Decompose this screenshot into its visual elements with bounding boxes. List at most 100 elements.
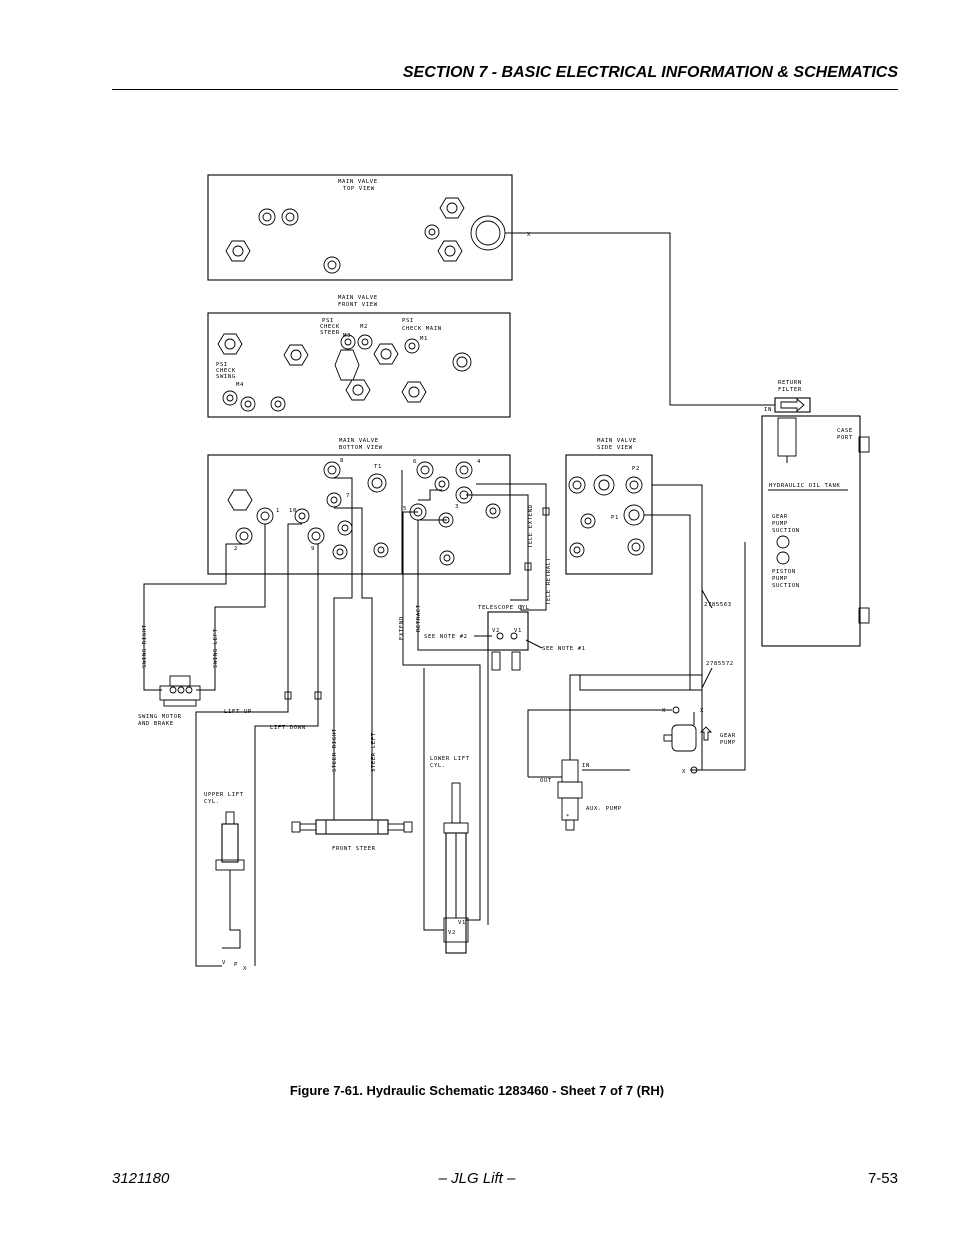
steer-left: STEER LEFT bbox=[371, 732, 377, 772]
lower-lift-cylinder: LOWER LIFT CYL. V1 V2 bbox=[423, 668, 470, 954]
marker-x-1: X bbox=[527, 232, 531, 238]
main-valve-front-title-1: MAIN VALVE bbox=[338, 295, 378, 301]
main-valve-top-title-1: MAIN VALVE bbox=[338, 179, 378, 185]
header-rule bbox=[112, 89, 898, 90]
upper-lift-cyl-1: UPPER LIFT bbox=[204, 792, 244, 798]
main-valve-top-view: MAIN VALVE TOP VIEW bbox=[207, 174, 513, 281]
main-valve-front-view: MAIN VALVE FRONT VIEW PSI CHECK STEER M2… bbox=[207, 295, 511, 418]
lift-down: LIFT DOWN bbox=[270, 725, 306, 731]
section-header: SECTION 7 - BASIC ELECTRICAL INFORMATION… bbox=[402, 64, 898, 81]
psi-check-steer-1: PSI bbox=[322, 318, 334, 324]
main-valve-top-title-2: TOP VIEW bbox=[343, 186, 375, 192]
case-port-1: CASE bbox=[837, 428, 853, 434]
marker-x-5: X bbox=[243, 966, 247, 972]
gear-pump-1: GEAR bbox=[720, 733, 736, 739]
filter-in: IN bbox=[764, 407, 772, 413]
marker-x-3: X bbox=[700, 708, 704, 714]
return-filter-1: RETURN bbox=[778, 380, 802, 386]
tank-label: HYDRAULIC OIL TANK bbox=[769, 483, 840, 489]
aux-pump-mark: * bbox=[566, 814, 570, 820]
footer-page-number: 7-53 bbox=[867, 1170, 898, 1187]
upper-lift-cylinder: UPPER LIFT CYL. V P X bbox=[204, 792, 247, 972]
aux-pump-out: OUT bbox=[540, 778, 552, 784]
label-m1: M1 bbox=[420, 336, 428, 342]
front-steer-label: FRONT STEER bbox=[332, 846, 376, 852]
gear-pump-2: PUMP bbox=[720, 740, 736, 746]
piston-pump-suction-3: SUCTION bbox=[772, 583, 800, 589]
marker-x-2: X bbox=[662, 708, 666, 714]
psi-check-steer-2: CHECK bbox=[320, 324, 340, 330]
main-valve-side-title-1: MAIN VALVE bbox=[597, 438, 637, 444]
psi-check-main-1: PSI bbox=[402, 318, 414, 324]
port-4: 4 bbox=[477, 459, 481, 465]
lower-lift-cyl-1: LOWER LIFT bbox=[430, 756, 470, 762]
footer-doc-number: 3121180 bbox=[112, 1170, 170, 1187]
main-valve-front-title-2: FRONT VIEW bbox=[338, 302, 378, 308]
hydraulic-oil-tank: RETURN FILTER IN CASE PORT HYDRAULIC OIL… bbox=[761, 380, 870, 647]
port-9: 9 bbox=[311, 546, 315, 552]
part-2785572: 2785572 bbox=[706, 661, 734, 667]
psi-check-steer-3: STEER bbox=[320, 330, 340, 336]
return-filter-2: FILTER bbox=[778, 387, 802, 393]
swing-motor-1: SWING MOTOR bbox=[138, 714, 182, 720]
swing-motor-2: AND BRAKE bbox=[138, 721, 174, 727]
port-10: 10 bbox=[289, 508, 297, 514]
psi-check-swing-2: CHECK bbox=[216, 368, 236, 374]
main-valve-side-title-2: SIDE VIEW bbox=[597, 445, 633, 451]
see-note-2: SEE NOTE #2 bbox=[424, 634, 468, 640]
steer-right: STEER RIGHT bbox=[332, 728, 338, 772]
figure-caption: Figure 7-61. Hydraulic Schematic 1283460… bbox=[289, 1083, 665, 1098]
tele-extend: TELE EXTEND bbox=[528, 504, 534, 548]
aux-pump: * OUT IN AUX. PUMP bbox=[540, 759, 622, 831]
tele-v1: V1 bbox=[514, 628, 522, 634]
psi-check-main-2: CHECK MAIN bbox=[402, 326, 442, 332]
tele-v2: V2 bbox=[492, 628, 500, 634]
case-port-2: PORT bbox=[837, 435, 853, 441]
port-5: 5 bbox=[403, 506, 407, 512]
port-p2: P2 bbox=[632, 466, 640, 472]
label-m4: M4 bbox=[236, 382, 244, 388]
lower-v1: V1 bbox=[458, 920, 466, 926]
extend-label: EXTEND bbox=[399, 616, 405, 640]
footer-center: – JLG Lift – bbox=[438, 1170, 516, 1187]
part-2785563: 2785563 bbox=[704, 602, 732, 608]
lift-up: LIFT UP bbox=[224, 709, 252, 715]
tele-retract: TELE RETRACT bbox=[546, 557, 552, 605]
marker-x-4: X bbox=[682, 769, 686, 775]
telescope-cylinder: TELESCOPE CYL V2 V1 SEE NOTE #2 SEE NOTE… bbox=[424, 605, 586, 671]
port-1: 1 bbox=[276, 508, 280, 514]
psi-check-swing-3: SWING bbox=[216, 374, 236, 380]
port-t1: T1 bbox=[374, 464, 382, 470]
piston-pump-suction-1: PISTON bbox=[772, 569, 796, 575]
port-3: 3 bbox=[455, 504, 459, 510]
label-m2: M2 bbox=[360, 324, 368, 330]
main-valve-bottom-view: MAIN VALVE BOTTOM VIEW 8 T1 6 4 7 1 10 3… bbox=[207, 438, 511, 575]
main-valve-bottom-title-1: MAIN VALVE bbox=[339, 438, 379, 444]
aux-pump-label: AUX. PUMP bbox=[586, 806, 622, 812]
port-2: 2 bbox=[234, 546, 238, 552]
lower-v2: V2 bbox=[448, 930, 456, 936]
port-p1: P1 bbox=[611, 515, 619, 521]
port-6: 6 bbox=[413, 459, 417, 465]
retract-label: RETRACT bbox=[416, 604, 422, 632]
swing-right: SWING RIGHT bbox=[142, 624, 148, 668]
swing-motor: SWING MOTOR AND BRAKE bbox=[138, 675, 201, 727]
port-8: 8 bbox=[340, 458, 344, 464]
gear-pump-suction-2: PUMP bbox=[772, 521, 788, 527]
front-steer-cylinder: FRONT STEER bbox=[291, 819, 413, 852]
see-note-1: SEE NOTE #1 bbox=[542, 646, 586, 652]
aux-pump-in: IN bbox=[582, 763, 590, 769]
main-valve-bottom-title-2: BOTTOM VIEW bbox=[339, 445, 383, 451]
upper-p: P bbox=[234, 962, 238, 968]
gear-pump: GEAR PUMP X X X bbox=[662, 706, 736, 775]
upper-v: V bbox=[222, 960, 226, 966]
port-7: 7 bbox=[346, 493, 350, 499]
lower-lift-cyl-2: CYL. bbox=[430, 763, 446, 769]
gear-pump-suction-3: SUCTION bbox=[772, 528, 800, 534]
telescope-cyl-label: TELESCOPE CYL bbox=[478, 605, 530, 611]
upper-lift-cyl-2: CYL. bbox=[204, 799, 220, 805]
psi-check-swing-1: PSI bbox=[216, 362, 228, 368]
piston-pump-suction-2: PUMP bbox=[772, 576, 788, 582]
gear-pump-suction-1: GEAR bbox=[772, 514, 788, 520]
